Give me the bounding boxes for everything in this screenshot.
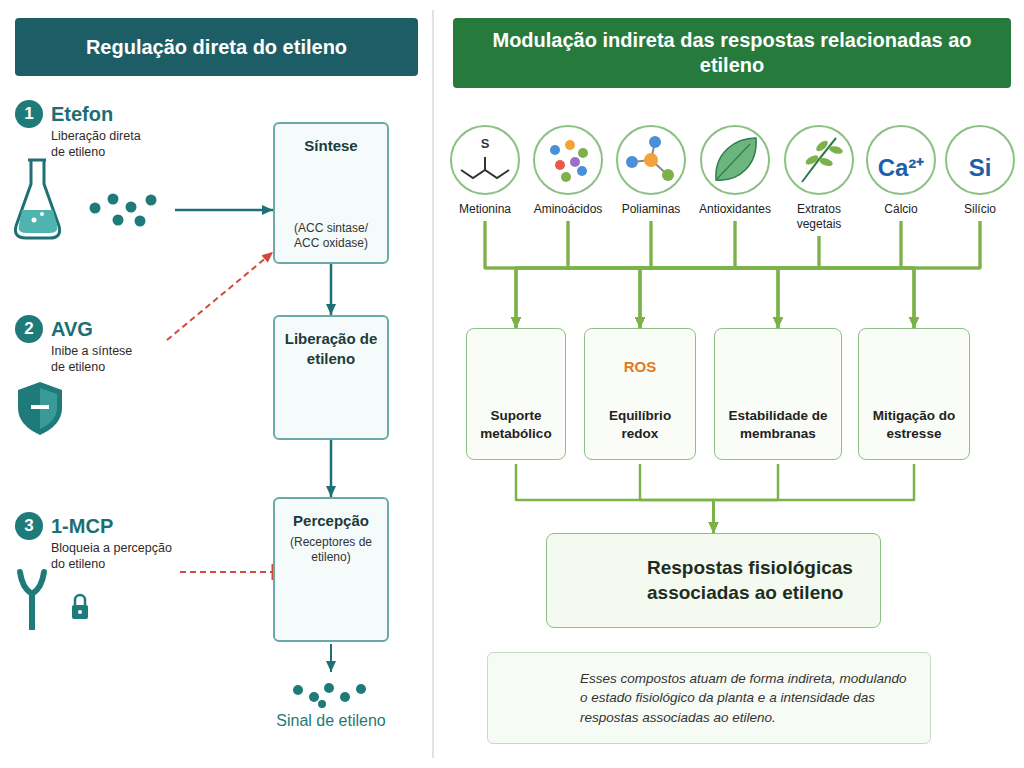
node-text: S bbox=[443, 136, 527, 152]
node-text: Suporte metabólico bbox=[473, 407, 559, 443]
node-text: Poliaminas bbox=[609, 202, 693, 217]
connector bbox=[640, 221, 980, 328]
connector bbox=[175, 209, 273, 212]
node-text: Equilíbrio redox bbox=[591, 407, 689, 443]
node-text: Antioxidantes bbox=[693, 202, 777, 217]
node-text: Aminoácidos bbox=[526, 202, 610, 217]
node-text: (ACC sintase/ ACC oxidase) bbox=[281, 221, 381, 252]
node-text: ROS bbox=[585, 357, 695, 377]
compound-circle: Aminoácidos bbox=[526, 126, 610, 217]
connector bbox=[485, 221, 914, 328]
connector bbox=[735, 221, 914, 328]
connector bbox=[640, 221, 901, 328]
effect-box: ROS Equilíbrio redox bbox=[584, 328, 696, 460]
node-text: Regulação direta do etileno bbox=[86, 35, 347, 60]
node-text: Metionina bbox=[443, 202, 527, 217]
connector bbox=[330, 264, 333, 315]
connector bbox=[330, 440, 333, 497]
compound-circle: Antioxidantes bbox=[693, 126, 777, 217]
node-text: Síntese bbox=[304, 136, 357, 156]
node-text: 1-MCP bbox=[51, 512, 180, 540]
connector bbox=[485, 221, 516, 328]
connector bbox=[651, 221, 778, 328]
callout-number: 3 bbox=[15, 512, 43, 540]
node-text: Liberação de etileno bbox=[281, 329, 381, 368]
connector bbox=[714, 464, 779, 533]
connector bbox=[568, 221, 640, 328]
connector bbox=[714, 464, 915, 533]
callout-item: 1 EtefonLiberação direta de etileno bbox=[15, 100, 175, 250]
callout-number: 1 bbox=[15, 100, 43, 128]
node-text: Si bbox=[938, 134, 1022, 202]
node-text: Liberação direta de etileno bbox=[51, 128, 151, 161]
process-box: Liberação de etileno bbox=[273, 315, 389, 440]
connector bbox=[568, 221, 778, 328]
effect-box: Estabilidade de membranas bbox=[714, 328, 842, 460]
connector bbox=[640, 221, 735, 328]
callout-number: 2 bbox=[15, 315, 43, 343]
node-text: (Receptores de etileno) bbox=[281, 535, 381, 566]
connector bbox=[516, 236, 819, 328]
node-text: Esses compostos atuam de forma indireta,… bbox=[580, 669, 916, 728]
node-text: Estabilidade de membranas bbox=[721, 407, 835, 443]
connector bbox=[516, 221, 735, 328]
node-text: Extratos vegetais bbox=[777, 202, 861, 232]
connector bbox=[516, 221, 980, 328]
callout-item: 2 AVGInibe a síntese de etileno bbox=[15, 315, 165, 435]
connector bbox=[568, 221, 914, 328]
node-text: AVG bbox=[51, 315, 165, 343]
connector bbox=[485, 221, 640, 328]
compound-circle: S Metionina bbox=[443, 126, 527, 217]
result-box: Respostas fisiológicas associadas ao eti… bbox=[546, 533, 881, 628]
connector bbox=[180, 571, 273, 573]
connector bbox=[516, 464, 714, 533]
callout-item: 3 1-MCPBloqueia a percepção do etileno bbox=[15, 512, 180, 637]
node-text: Modulação indireta das respostas relacio… bbox=[467, 28, 997, 78]
signal-label: Sinal de etileno bbox=[266, 712, 396, 730]
connector bbox=[640, 464, 714, 533]
connector bbox=[735, 221, 778, 328]
node-text: Mitigação do estresse bbox=[865, 407, 963, 443]
connector bbox=[778, 221, 901, 328]
node-text: Etefon bbox=[51, 100, 175, 128]
node-text: Ca²⁺ bbox=[859, 134, 943, 202]
effect-box: Suporte metabólico bbox=[466, 328, 566, 460]
compound-circle: SiSilício bbox=[938, 126, 1022, 217]
node-text: Cálcio bbox=[859, 202, 943, 217]
connector bbox=[914, 221, 980, 328]
connector bbox=[640, 236, 819, 328]
header-band: Regulação direta do etileno bbox=[15, 18, 418, 76]
node-text: Bloqueia a percepção do etileno bbox=[51, 540, 179, 573]
node-text: Silício bbox=[938, 202, 1022, 217]
connector bbox=[778, 221, 980, 328]
compound-circle: Poliaminas bbox=[609, 126, 693, 217]
node-text: Respostas fisiológicas associadas ao eti… bbox=[647, 556, 866, 605]
node-text: Inibe a síntese de etileno bbox=[51, 343, 146, 376]
connector bbox=[640, 221, 651, 328]
connector bbox=[516, 221, 901, 328]
connector bbox=[651, 221, 914, 328]
header-band: Modulação indireta das respostas relacio… bbox=[453, 18, 1011, 88]
process-box: Síntese (ACC sintase/ ACC oxidase) bbox=[273, 122, 389, 264]
node-text: Percepção bbox=[293, 511, 369, 531]
compound-circle: Ca²⁺Cálcio bbox=[859, 126, 943, 217]
note-box: Esses compostos atuam de forma indireta,… bbox=[487, 652, 931, 744]
connector bbox=[516, 221, 651, 328]
connector bbox=[167, 252, 273, 340]
compound-circle: Extratos vegetais bbox=[777, 126, 861, 232]
process-box: Percepção (Receptores de etileno) bbox=[273, 497, 389, 642]
connector bbox=[901, 221, 914, 328]
effect-box: Mitigação do estresse bbox=[858, 328, 970, 460]
connector bbox=[516, 221, 568, 328]
connector bbox=[778, 236, 819, 328]
